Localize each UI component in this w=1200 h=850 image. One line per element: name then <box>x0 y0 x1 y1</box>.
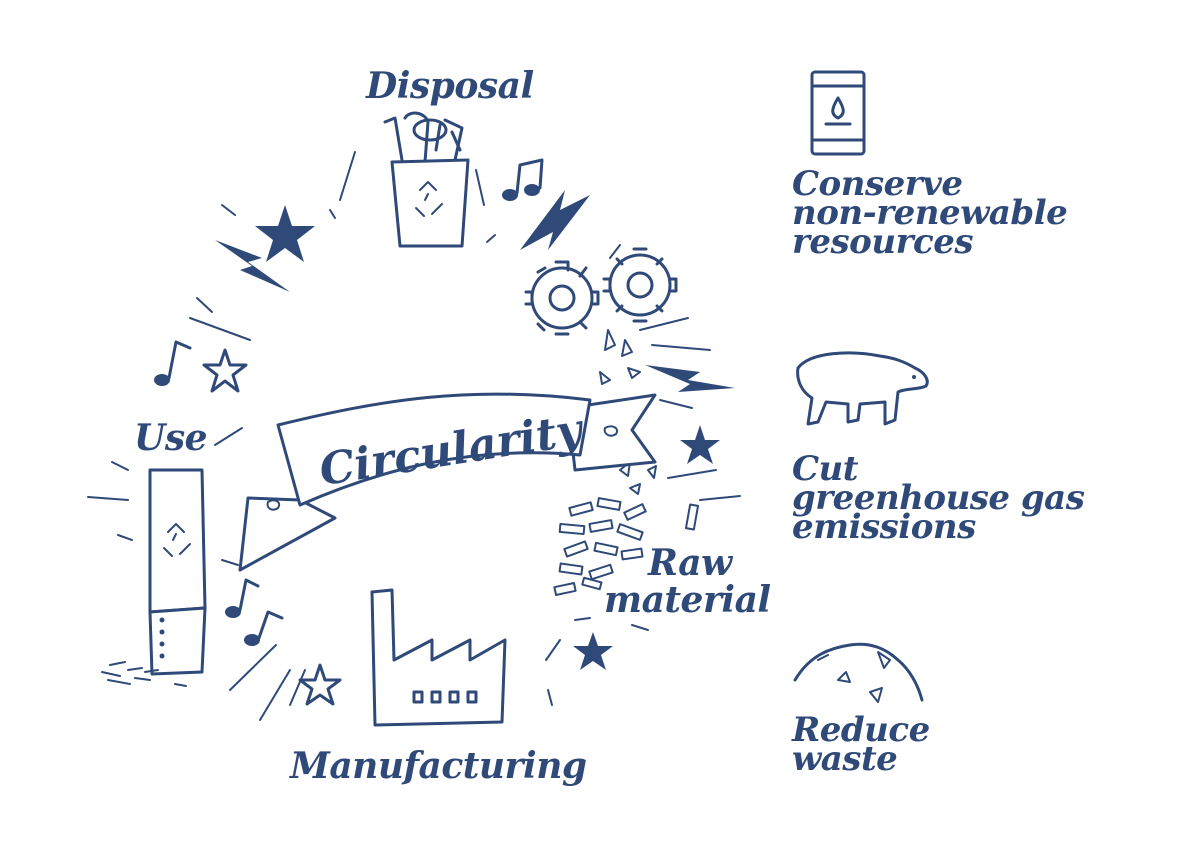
product-container-icon <box>101 468 207 687</box>
use-label: Use <box>134 417 208 459</box>
raw-material-label-line1: Raw <box>648 542 732 584</box>
music-note-icon <box>154 340 192 386</box>
circularity-banner: Circularity <box>238 392 657 572</box>
benefit-line: Conserve <box>792 164 963 204</box>
benefit-line: Cut <box>792 449 859 489</box>
gears-icon <box>524 247 678 385</box>
star-outline-icon <box>202 348 248 393</box>
benefit-line: Reduce <box>792 710 930 750</box>
disposal-label: Disposal <box>366 65 534 107</box>
music-note-icon <box>225 578 260 618</box>
music-note-icon <box>502 158 544 201</box>
lightning-bolt-icon <box>215 240 290 292</box>
factory-icon <box>370 588 507 727</box>
raw-material-pieces-icon <box>553 461 700 596</box>
benefit-cut-emissions: Cut greenhouse gas emissions <box>792 449 1085 547</box>
polar-bear-icon <box>796 351 929 426</box>
benefit-reduce-waste: Reduce waste <box>792 710 930 779</box>
star-icon <box>573 632 613 670</box>
benefit-conserve-resources: Conserve non-renewable resources <box>792 164 1068 262</box>
oil-barrel-icon <box>810 70 866 156</box>
benefit-line: resources <box>792 222 973 262</box>
music-note-icon <box>244 610 284 646</box>
raw-material-label-line2: material <box>604 579 771 621</box>
benefit-line: greenhouse gas <box>792 478 1085 518</box>
benefit-line: waste <box>792 739 898 779</box>
star-icon <box>680 425 720 464</box>
recycling-bin-icon <box>383 111 470 248</box>
decorations <box>87 151 741 721</box>
benefit-line: emissions <box>792 507 976 547</box>
manufacturing-label: Manufacturing <box>290 745 587 787</box>
lightning-bolt-icon <box>645 365 735 392</box>
burst-lines <box>87 151 741 721</box>
star-outline-icon <box>298 663 342 706</box>
waste-pile-icon <box>793 642 924 703</box>
lightning-bolt-icon <box>520 190 590 250</box>
benefit-line: non-renewable <box>792 193 1068 233</box>
star-icon <box>255 205 315 262</box>
